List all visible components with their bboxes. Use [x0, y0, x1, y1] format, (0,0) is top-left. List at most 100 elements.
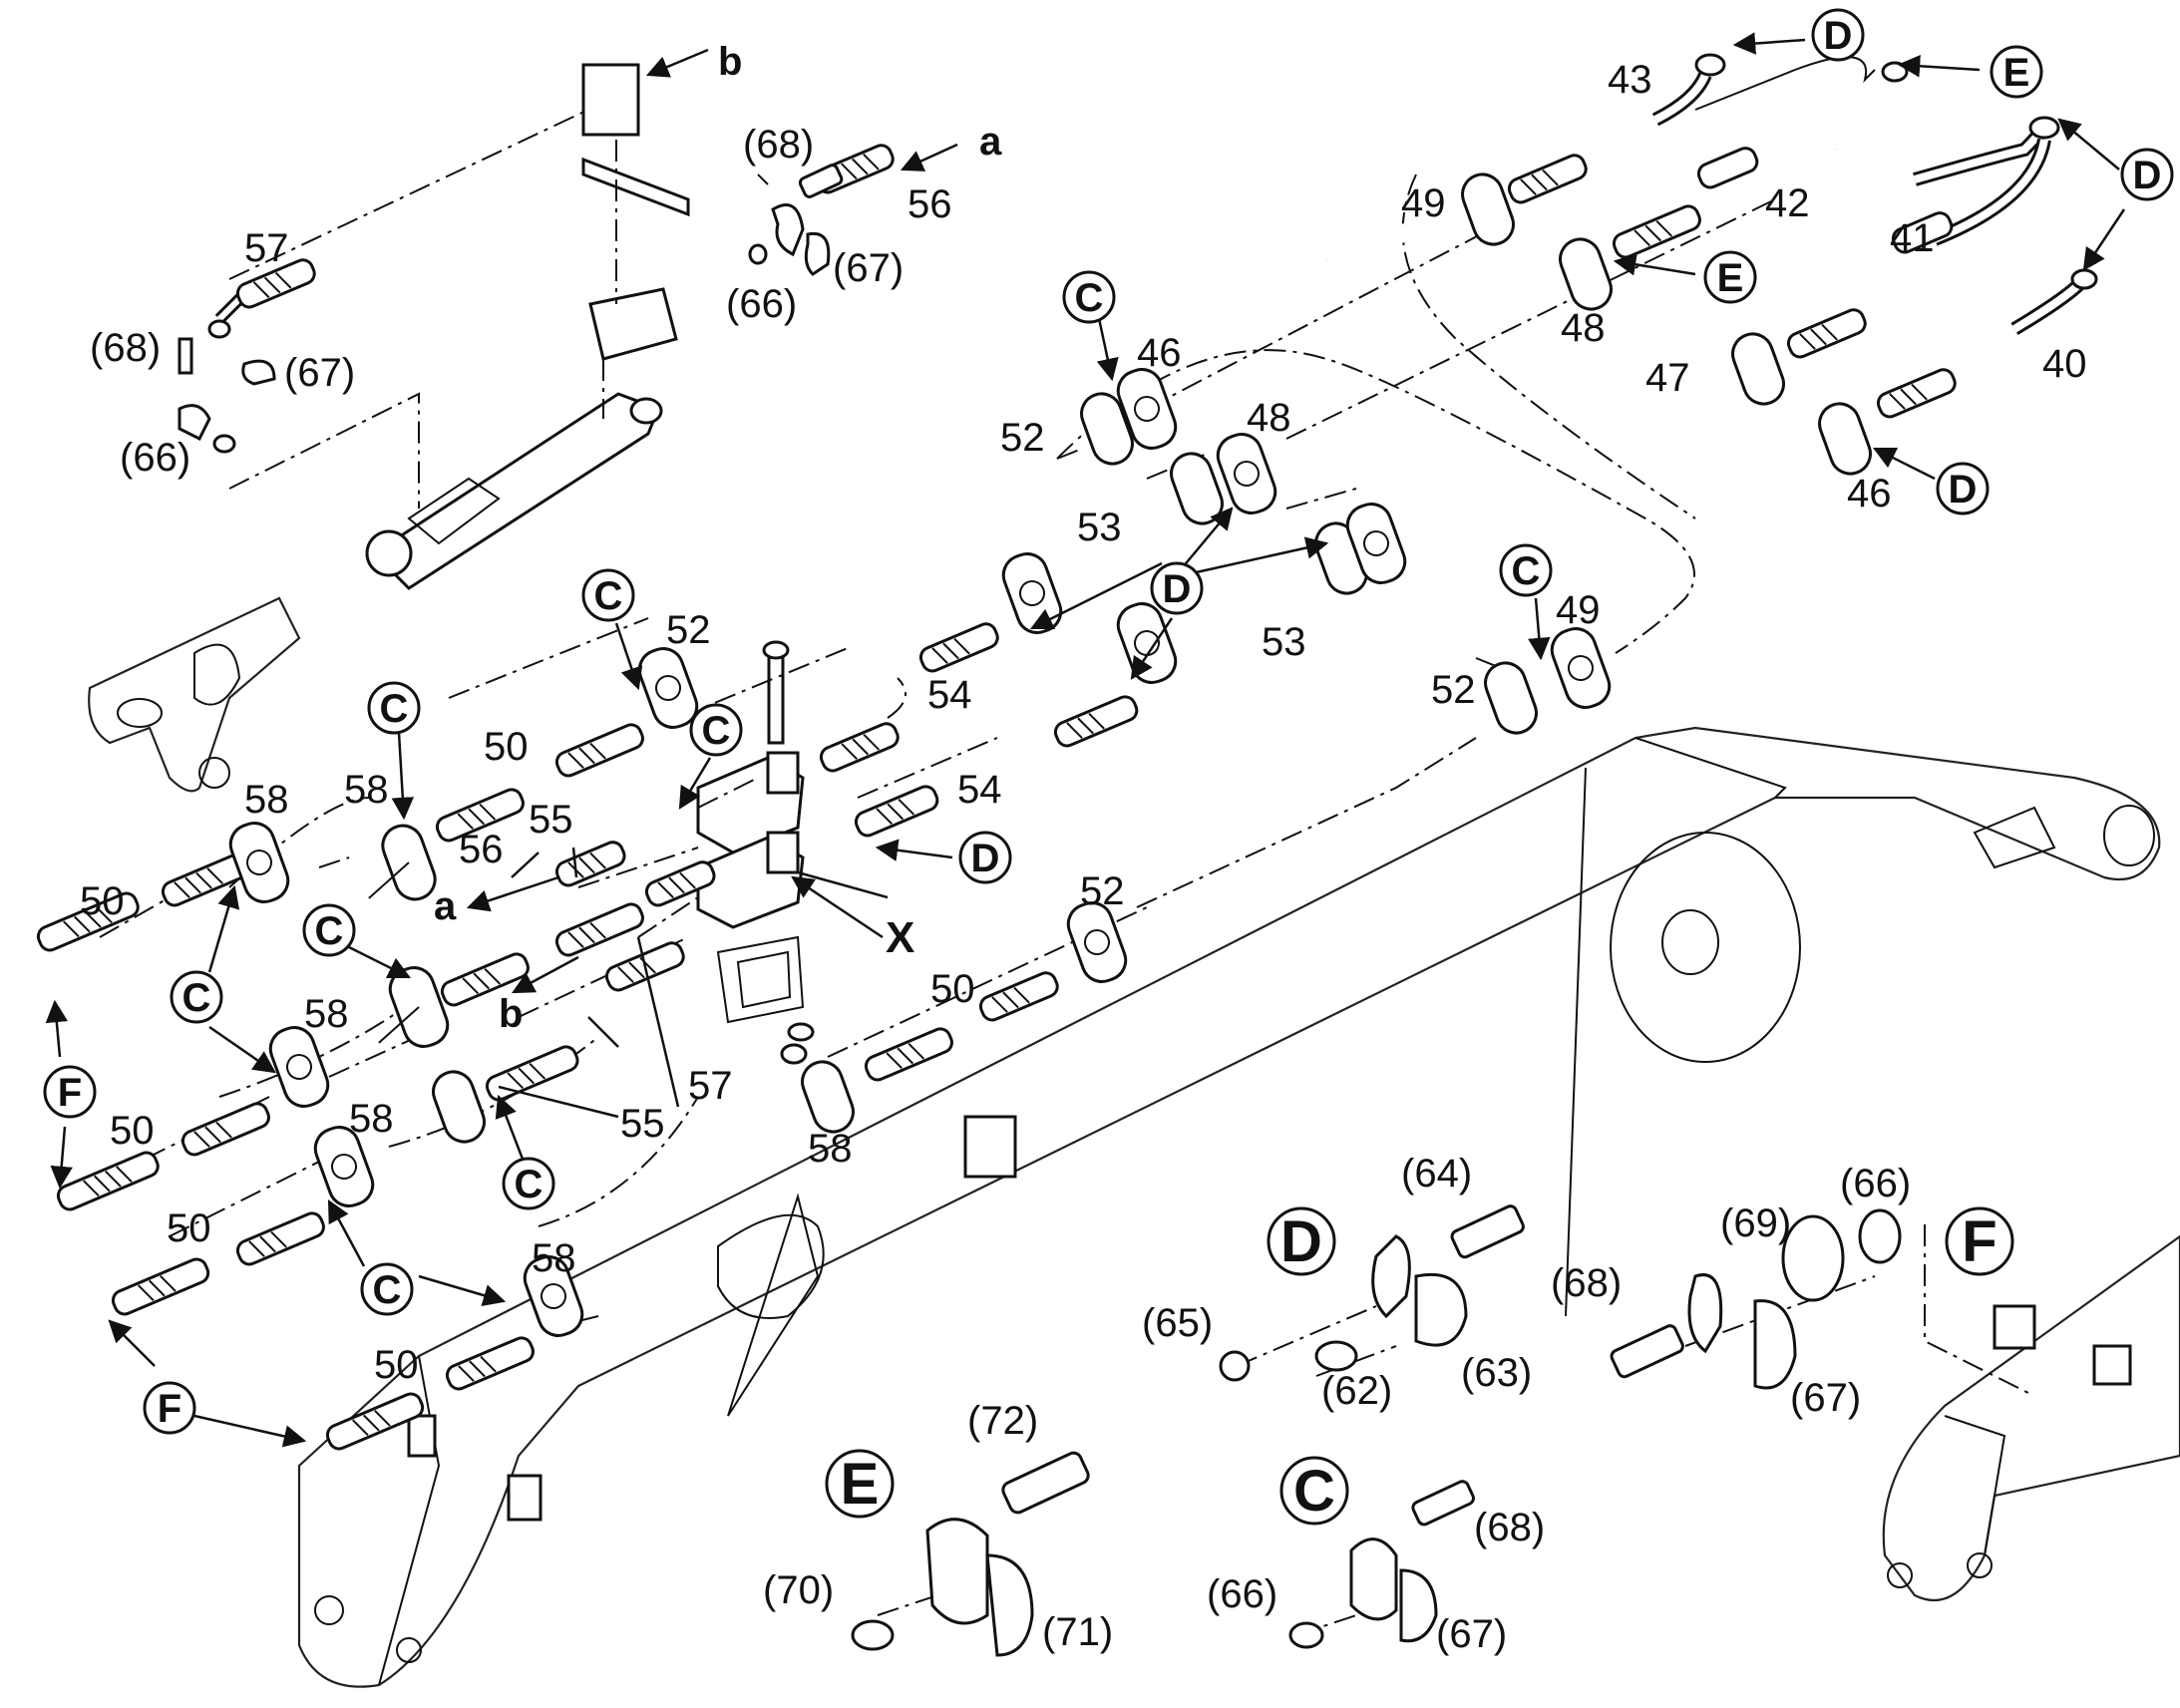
label-50-c: 50	[110, 1109, 155, 1153]
label-52-a: 52	[1000, 416, 1045, 460]
clamp-kit-e	[851, 1451, 1090, 1657]
label-72: (72)	[967, 1399, 1038, 1443]
label-50-a: 50	[484, 725, 529, 769]
label-58-d: 58	[349, 1097, 394, 1141]
label-55-b: 55	[620, 1102, 665, 1146]
label-70: (70)	[763, 1568, 834, 1612]
label-62: (62)	[1321, 1369, 1392, 1413]
label-63: (63)	[1461, 1351, 1532, 1395]
hydraulic-cylinder	[365, 392, 663, 590]
label-55-a: 55	[529, 798, 573, 842]
svg-text:D: D	[1949, 468, 1978, 512]
label-58-f: 58	[808, 1127, 853, 1171]
label-42: 42	[1765, 181, 1810, 225]
circle-ref-c: C	[360, 1262, 414, 1316]
label-40: 40	[2042, 342, 2087, 386]
label-71: (71)	[1042, 1610, 1113, 1654]
svg-text:E: E	[841, 1452, 880, 1517]
circle-ref-f: F	[43, 1065, 97, 1119]
detail-header-e: E	[825, 1449, 895, 1519]
detail-header-c: C	[1279, 1456, 1349, 1526]
ref-x: X	[886, 913, 914, 962]
svg-text:C: C	[702, 709, 731, 753]
circle-ref-d: D	[1811, 8, 1865, 62]
label-50-d: 50	[167, 1206, 211, 1250]
label-43: 43	[1608, 58, 1652, 102]
circle-ref-e: E	[1703, 250, 1757, 304]
label-54-a: 54	[927, 673, 972, 717]
ref-b-mid: b	[499, 992, 523, 1036]
svg-text:C: C	[594, 574, 623, 618]
label-50-e: 50	[374, 1343, 419, 1387]
detail-header-d: D	[1267, 1206, 1336, 1276]
svg-text:D: D	[1280, 1209, 1322, 1274]
svg-text:F: F	[58, 1071, 82, 1115]
flanges	[228, 172, 1872, 1337]
label-67-c: (67)	[1436, 1612, 1507, 1656]
label-47: 47	[1645, 356, 1690, 400]
circle-ref-c: C	[689, 703, 743, 757]
svg-text:C: C	[1512, 549, 1541, 593]
arm-detail-f	[1882, 1224, 2180, 1602]
label-52-b: 52	[666, 608, 711, 652]
label-67-top: (67)	[833, 246, 904, 290]
label-54-b: 54	[957, 768, 1002, 812]
label-52-c: 52	[1431, 668, 1476, 712]
label-68-c: (68)	[1474, 1506, 1545, 1549]
label-67-f: (67)	[1790, 1376, 1861, 1420]
stick-bracket	[88, 596, 301, 793]
label-65: (65)	[1142, 1301, 1213, 1345]
label-49-right: 49	[1556, 588, 1601, 632]
label-67-left: (67)	[284, 351, 355, 395]
circle-ref-c: C	[502, 1157, 555, 1210]
label-58-e: 58	[532, 1236, 576, 1280]
label-56-mid: 56	[459, 828, 504, 871]
svg-text:D: D	[2133, 154, 2162, 197]
circle-ref-c: C	[170, 970, 223, 1024]
circle-ref-d: D	[1936, 462, 1990, 515]
label-49-top: 49	[1401, 181, 1446, 225]
valve-assembly-x	[696, 640, 815, 1065]
ref-b-top: b	[718, 40, 742, 84]
label-58-b: 58	[344, 768, 389, 812]
circle-ref-e: E	[1990, 45, 2043, 99]
label-48-mid: 48	[1247, 396, 1291, 440]
ref-a-top: a	[979, 120, 1002, 164]
label-48-right: 48	[1561, 306, 1606, 350]
label-52-d: 52	[1080, 869, 1125, 913]
svg-text:D: D	[1163, 567, 1192, 611]
label-68-f: (68)	[1551, 1261, 1622, 1305]
label-56-top: 56	[908, 182, 952, 226]
clamp-kit-topright	[178, 164, 844, 454]
label-66-top: (66)	[726, 282, 797, 326]
label-50-f: 50	[930, 967, 975, 1011]
label-46-right: 46	[1847, 472, 1892, 515]
label-58-c: 58	[304, 992, 349, 1036]
svg-text:C: C	[515, 1163, 544, 1206]
circle-ref-c: C	[1062, 270, 1116, 324]
clamp-kit-c	[1288, 1480, 1475, 1649]
clamp-kit-d	[1219, 1204, 1525, 1382]
threaded-fittings	[36, 144, 1957, 1451]
label-66-f: (66)	[1840, 1162, 1911, 1205]
clamp-kit-f	[1610, 1208, 1902, 1390]
detail-header-f: F	[1945, 1206, 2014, 1276]
svg-text:C: C	[380, 687, 409, 731]
label-46-top: 46	[1137, 331, 1182, 375]
part-number-labels: 40 41 42 43 46 46 47 48 48 49 49 50 50 5…	[80, 58, 2087, 1656]
detail-headers: D F E C	[825, 1206, 2014, 1526]
hoses	[207, 53, 2098, 339]
svg-text:E: E	[2003, 51, 2030, 95]
ref-a-mid: a	[434, 884, 457, 928]
label-64: (64)	[1401, 1152, 1472, 1196]
circle-ref-c: C	[367, 681, 421, 735]
svg-text:D: D	[971, 837, 1000, 880]
circle-refs: D E D E D C D C C C C D C C F C C F	[43, 8, 2174, 1435]
label-41: 41	[1890, 216, 1935, 260]
svg-text:C: C	[1293, 1459, 1335, 1524]
svg-text:C: C	[315, 909, 344, 953]
svg-text:D: D	[1824, 14, 1853, 58]
circle-ref-c: C	[1499, 543, 1553, 597]
label-58-a: 58	[244, 778, 289, 822]
